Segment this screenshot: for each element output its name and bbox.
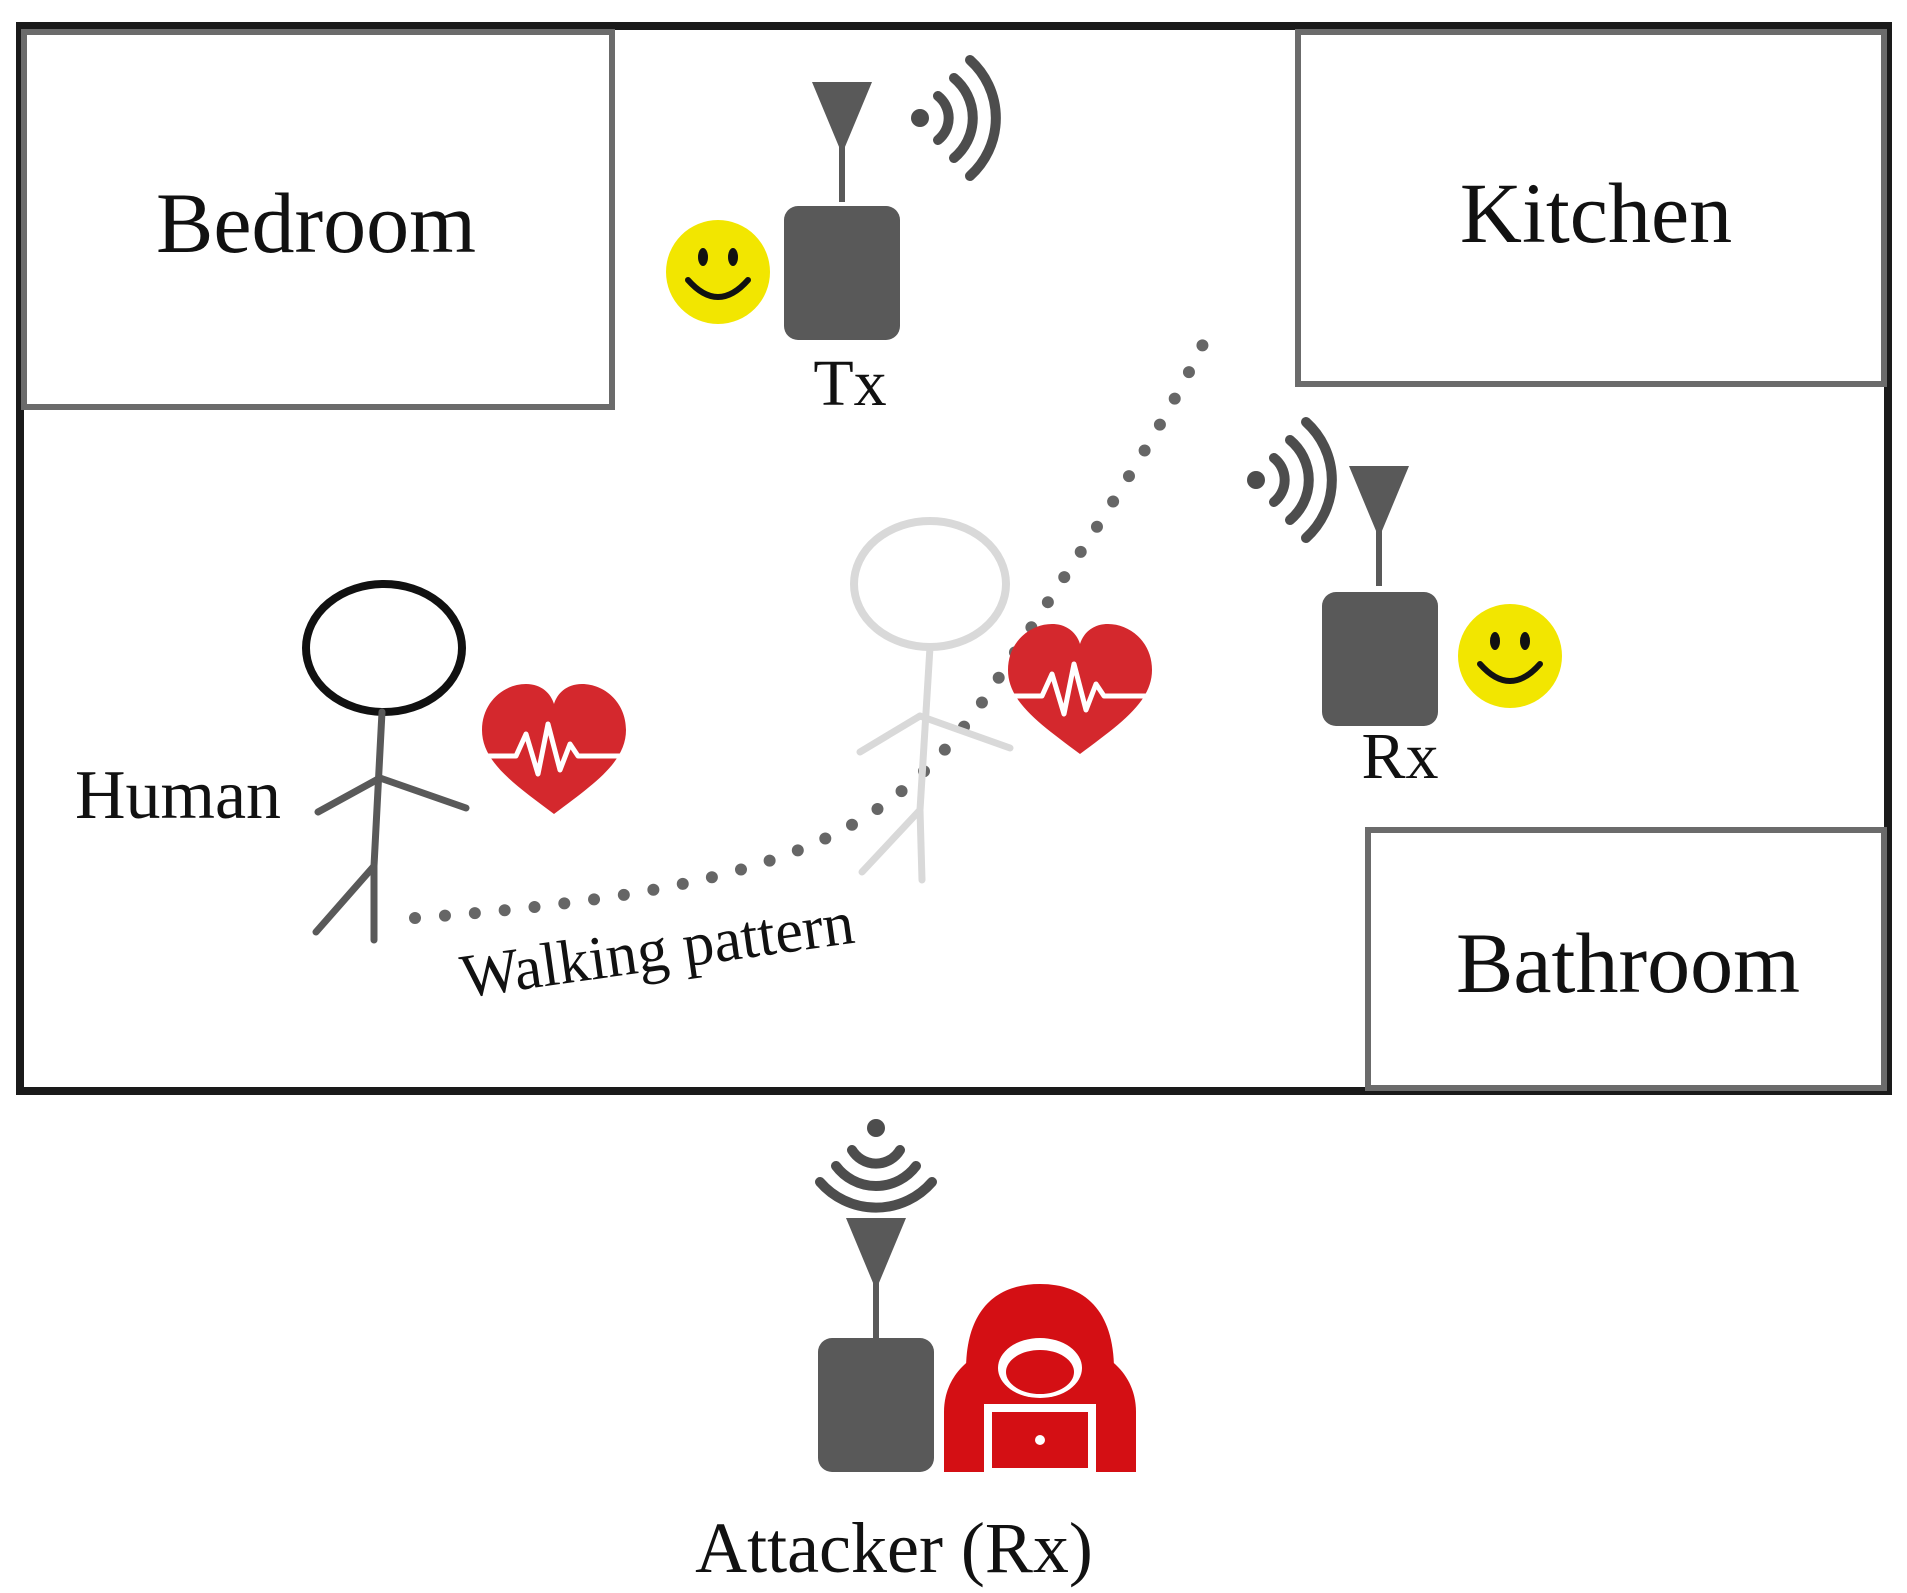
smiley-icon bbox=[666, 220, 770, 324]
human-figure bbox=[302, 580, 470, 944]
rx-device: Rx bbox=[1247, 422, 1562, 793]
rx-label: Rx bbox=[1361, 720, 1438, 793]
human-label: Human bbox=[75, 757, 281, 834]
kitchen-label: Kitchen bbox=[1460, 165, 1732, 261]
smiley-icon bbox=[1458, 604, 1562, 708]
attacker-label: Attacker (Rx) bbox=[695, 1508, 1093, 1588]
antenna-icon bbox=[846, 1218, 906, 1338]
tx-label: Tx bbox=[813, 347, 886, 420]
antenna-icon bbox=[812, 82, 872, 202]
bedroom-room: Bedroom bbox=[21, 29, 615, 410]
walking-path bbox=[409, 334, 1211, 924]
tx-box bbox=[784, 206, 900, 340]
bathroom-room: Bathroom bbox=[1365, 827, 1887, 1091]
bathroom-label: Bathroom bbox=[1456, 915, 1800, 1011]
kitchen-room: Kitchen bbox=[1295, 29, 1887, 387]
bedroom-label: Bedroom bbox=[156, 175, 476, 271]
heartbeat-icon bbox=[1008, 624, 1152, 754]
wifi-signal-icon bbox=[1247, 422, 1332, 538]
house-outline bbox=[16, 22, 1892, 1095]
rx-box bbox=[1322, 592, 1438, 726]
wifi-signal-icon bbox=[815, 1119, 937, 1213]
antenna-icon bbox=[1349, 466, 1409, 586]
heartbeat-icon bbox=[482, 684, 626, 814]
hacker-icon bbox=[944, 1284, 1136, 1474]
wifi-signal-icon bbox=[911, 60, 996, 176]
attacker-device: Attacker (Rx) bbox=[695, 1119, 1136, 1588]
attacker-box bbox=[818, 1338, 934, 1472]
tx-device: Tx bbox=[666, 60, 996, 420]
walking-pattern-label: Walking pattern bbox=[456, 889, 858, 1011]
ghost-human-figure bbox=[850, 517, 1014, 884]
